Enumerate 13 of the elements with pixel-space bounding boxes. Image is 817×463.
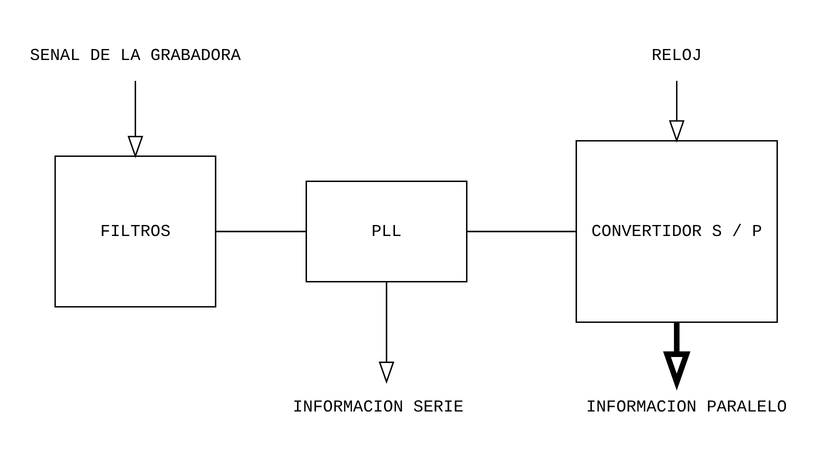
connector [466,230,576,232]
node-text: INFORMACION SERIE [292,398,464,418]
arrow [378,282,394,384]
node-text: INFORMACION PARALELO [586,398,787,418]
arrow [668,80,685,143]
node-box: CONVERTIDOR S / P [576,140,778,323]
connector [216,230,306,232]
arrow [128,80,144,158]
node-text: RELOJ [652,47,702,66]
node-box: PLL [306,180,468,282]
arrow [663,322,690,391]
node-text: SENAL DE LA GRABADORA [30,47,241,66]
node-box: FILTROS [54,155,216,308]
